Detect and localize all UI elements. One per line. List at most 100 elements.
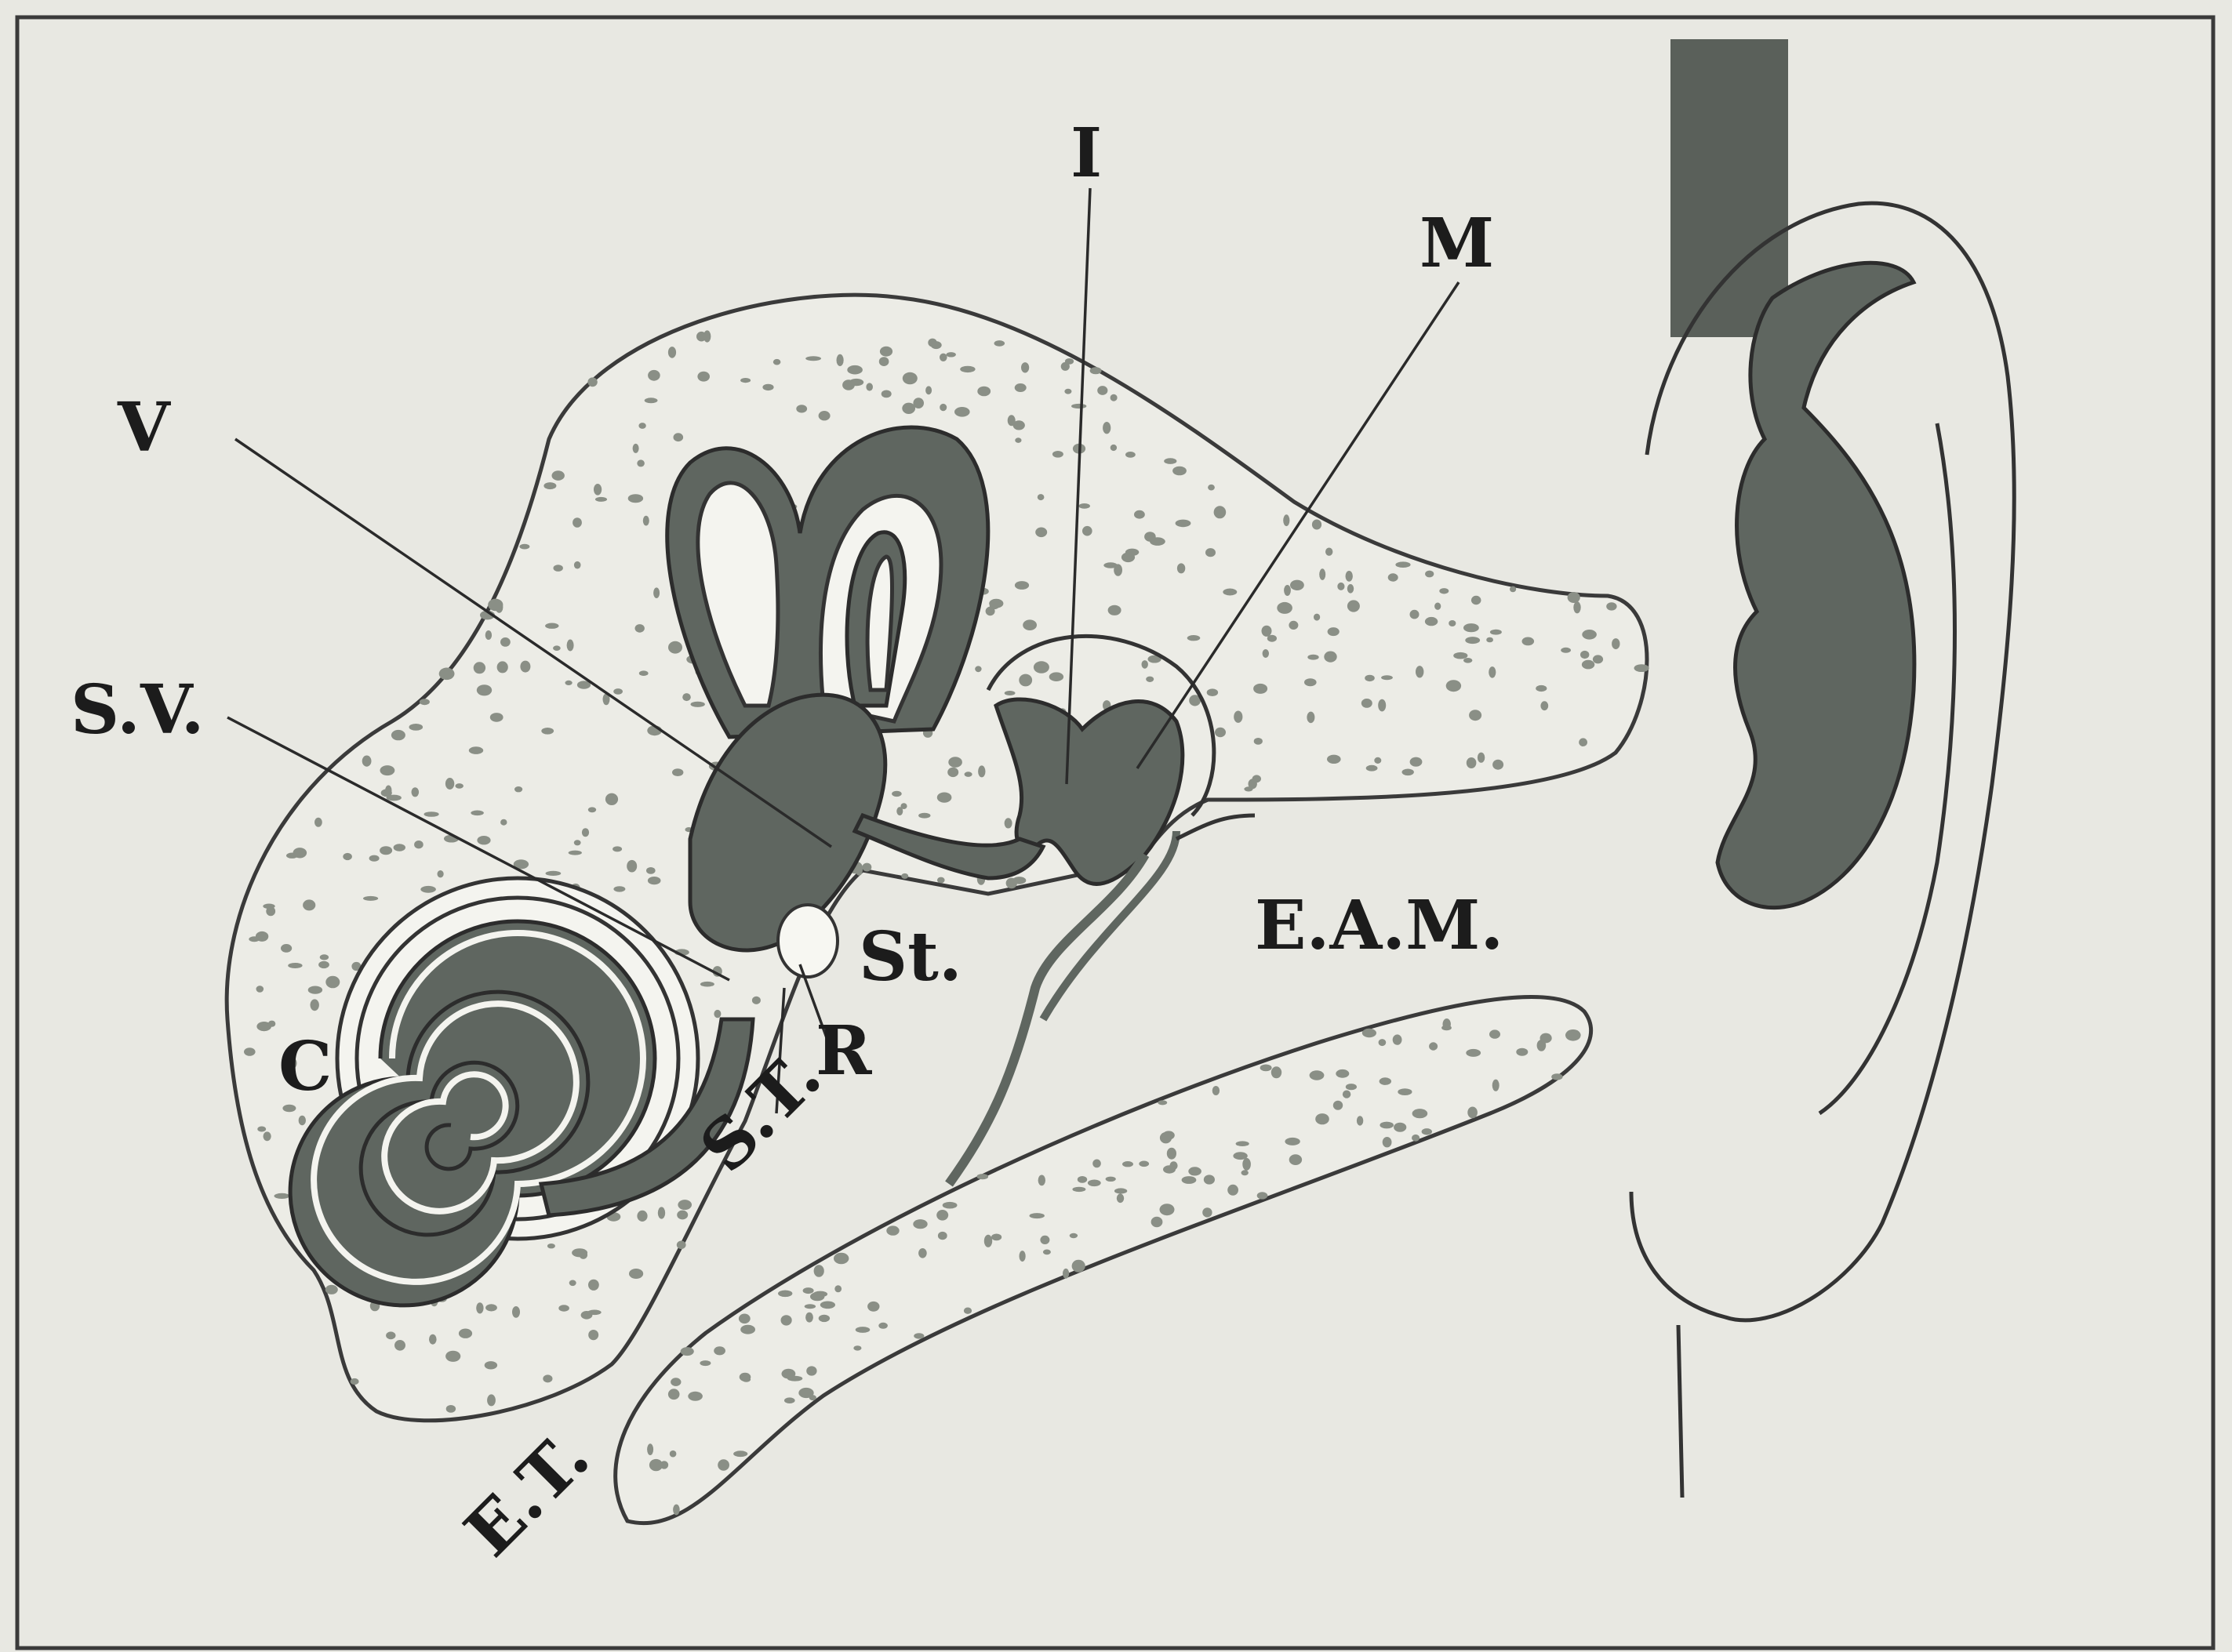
stipple-dot — [1307, 712, 1314, 724]
stipple-dot — [1380, 1122, 1394, 1129]
stipple-dot — [1634, 664, 1649, 672]
stipple-dot — [633, 444, 639, 453]
stipple-dot — [409, 724, 423, 731]
stipple-dot — [543, 482, 556, 489]
stipple-dot — [1593, 655, 1603, 663]
stipple-dot — [477, 836, 490, 844]
stipple-dot — [1394, 1123, 1406, 1132]
stipple-dot — [325, 1285, 338, 1294]
stipple-dot — [1402, 769, 1414, 776]
label-eam: E.A.M. — [1255, 886, 1503, 965]
stipple-dot — [613, 846, 622, 851]
stipple-dot — [477, 684, 492, 695]
stipple-dot — [438, 870, 444, 877]
stipple-dot — [485, 630, 492, 640]
stipple-dot — [1324, 652, 1336, 663]
stipple-dot — [901, 873, 908, 879]
stipple-dot — [834, 1285, 842, 1292]
stipple-dot — [1158, 1100, 1167, 1105]
stipple-dot — [837, 354, 844, 366]
stipple-dot — [1565, 1029, 1581, 1041]
stipple-dot — [1327, 755, 1341, 764]
stipple-dot — [994, 340, 1005, 347]
stipple-dot — [975, 666, 981, 672]
stipple-dot — [1582, 630, 1597, 640]
stipple-dot — [896, 807, 903, 815]
stipple-dot — [645, 398, 658, 403]
stipple-dot — [474, 662, 485, 674]
stipple-dot — [1582, 660, 1594, 670]
stipple-dot — [796, 405, 807, 412]
stipple-dot — [806, 1366, 816, 1375]
stipple-dot — [878, 1323, 888, 1329]
stipple-dot — [574, 561, 581, 569]
label-et: E.T. — [449, 1417, 605, 1572]
stipple-dot — [264, 1131, 271, 1141]
stipple-dot — [892, 791, 902, 797]
stipple-dot — [677, 1241, 686, 1250]
stipple-dot — [362, 756, 372, 767]
stipple-dot — [696, 332, 707, 342]
stipple-dot — [1416, 666, 1423, 677]
stipple-dot — [1242, 1158, 1251, 1171]
stipple-dot — [658, 1207, 665, 1218]
stipple-dot — [671, 1378, 681, 1386]
stipple-dot — [668, 641, 682, 654]
stipple-dot — [343, 853, 352, 860]
stipple-dot — [594, 484, 602, 496]
stipple-dot — [1492, 1080, 1500, 1091]
stipple-dot — [1021, 362, 1029, 372]
stipple-dot — [637, 1211, 647, 1222]
stipple-dot — [697, 372, 710, 382]
stipple-dot — [445, 1351, 460, 1362]
stipple-dot — [520, 661, 530, 673]
stipple-dot — [1379, 1039, 1387, 1046]
stipple-dot — [1374, 757, 1381, 764]
stipple-dot — [773, 359, 781, 365]
stipple-dot — [668, 347, 676, 358]
stipple-dot — [647, 1443, 653, 1455]
stipple-dot — [1063, 1269, 1069, 1279]
stipple-dot — [938, 1232, 947, 1240]
stipple-dot — [882, 390, 892, 398]
label-i: I — [1071, 114, 1102, 193]
stipple-dot — [1365, 675, 1375, 681]
stipple-dot — [588, 1280, 599, 1291]
stipple-dot — [1030, 1213, 1045, 1218]
stipple-dot — [940, 354, 947, 361]
stipple-dot — [660, 1461, 669, 1469]
stipple-dot — [947, 768, 958, 777]
stipple-dot — [446, 1405, 456, 1413]
stipple-dot — [1071, 404, 1086, 408]
stipple-dot — [1204, 1175, 1215, 1184]
stipple-dot — [1381, 675, 1393, 680]
stipple-dot — [613, 886, 625, 891]
stipple-dot — [954, 407, 970, 417]
stipple-dot — [847, 365, 863, 375]
stipple-dot — [1263, 649, 1269, 658]
stipple-dot — [1412, 1135, 1420, 1142]
stipple-dot — [819, 411, 831, 420]
stipple-dot — [1463, 658, 1472, 663]
stipple-dot — [863, 863, 872, 872]
stipple-dot — [547, 1244, 555, 1248]
stipple-dot — [902, 403, 915, 414]
stipple-dot — [420, 886, 436, 893]
stipple-dot — [1061, 362, 1070, 371]
stipple-dot — [500, 637, 511, 647]
stipple-dot — [914, 1333, 924, 1338]
stipple-dot — [1167, 1148, 1176, 1160]
stipple-dot — [1125, 549, 1139, 556]
stipple-dot — [595, 497, 607, 502]
stipple-dot — [1289, 621, 1298, 630]
stipple-dot — [1540, 1033, 1552, 1044]
stipple-dot — [984, 1235, 992, 1247]
stipple-dot — [1125, 452, 1136, 458]
stipple-dot — [1160, 1132, 1172, 1143]
stipple-dot — [573, 517, 582, 528]
stipple-dot — [1516, 1048, 1528, 1056]
stipple-dot — [414, 841, 423, 848]
stipple-dot — [965, 772, 972, 777]
stipple-dot — [1492, 760, 1503, 770]
stipple-dot — [429, 1334, 437, 1345]
